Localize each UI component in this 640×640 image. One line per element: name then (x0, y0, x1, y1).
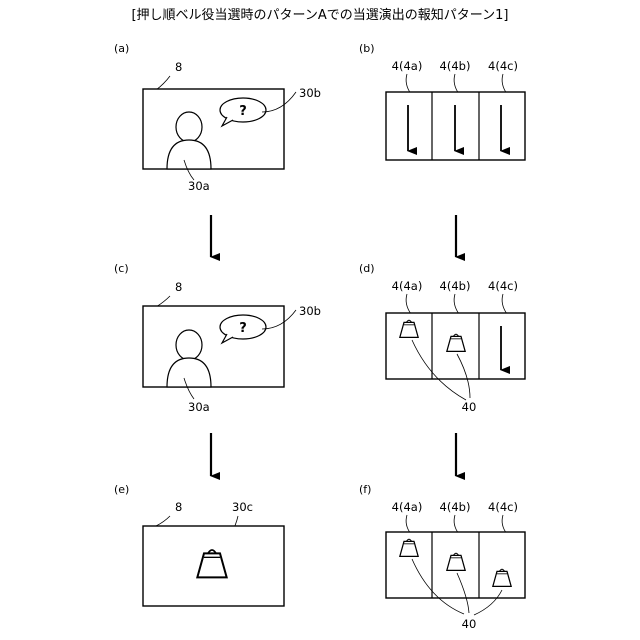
panel-e-screen-ref: 8 (175, 500, 182, 514)
panel-d-symbols-ref: 40 (462, 400, 477, 414)
panel-b-reel-left-ref: 4(4a) (392, 59, 423, 73)
panel-e-screen-leader (156, 516, 170, 526)
panel-f-symbols-ref: 40 (462, 617, 477, 631)
panel-a-bubble-ref: 30b (299, 86, 321, 100)
panel-b: (b) 4(4a) 4(4b) 4(4c) (359, 42, 525, 160)
panel-a-label: (a) (114, 42, 129, 55)
panel-f-label: (f) (359, 483, 371, 496)
character-head (176, 330, 202, 360)
panel-c: (c) 8 ? 30b 30a (114, 262, 321, 414)
panel-a: (a) 8 ? 30b 30a (114, 42, 321, 193)
character-head (176, 112, 202, 142)
panel-f-reel-center-ref: 4(4b) (440, 500, 471, 514)
panel-a-screen-ref: 8 (175, 60, 182, 74)
panel-e-bell-ref: 30c (232, 500, 253, 514)
panel-e: (e) 8 30c (114, 483, 284, 606)
panel-e-label: (e) (114, 483, 129, 496)
panel-a-display-screen (143, 89, 284, 169)
panel-b-label: (b) (359, 42, 375, 55)
panel-c-screen-ref: 8 (175, 280, 182, 294)
panel-d-reel-center-ref: 4(4b) (440, 279, 471, 293)
panel-d-reel-left-ref: 4(4a) (392, 279, 423, 293)
panel-c-bubble-ref: 30b (299, 304, 321, 318)
panel-a-screen-leader (156, 76, 170, 90)
panel-b-reel-center-ref: 4(4b) (440, 59, 471, 73)
panel-c-label: (c) (114, 262, 129, 275)
panel-d-label: (d) (359, 262, 375, 275)
panel-a-character-ref: 30a (188, 179, 210, 193)
panel-d-reel-right-ref: 4(4c) (488, 279, 518, 293)
panel-f-reel-right-ref: 4(4c) (488, 500, 518, 514)
panel-b-reel-right-ref: 4(4c) (488, 59, 518, 73)
panel-d: (d) 4(4a) 4(4b) 4(4c) 40 (359, 262, 525, 414)
panel-c-display-screen (143, 306, 284, 387)
panel-f-reel-left-ref: 4(4a) (392, 500, 423, 514)
panel-f: (f) 4(4a) 4(4b) 4(4c) 40 (359, 483, 525, 631)
panel-c-character-ref: 30a (188, 400, 210, 414)
question-mark: ? (239, 321, 247, 336)
question-mark: ? (239, 104, 247, 119)
figure-title: [押し順ベル役当選時のパターンAでの当選演出の報知パターン1] (131, 7, 508, 23)
